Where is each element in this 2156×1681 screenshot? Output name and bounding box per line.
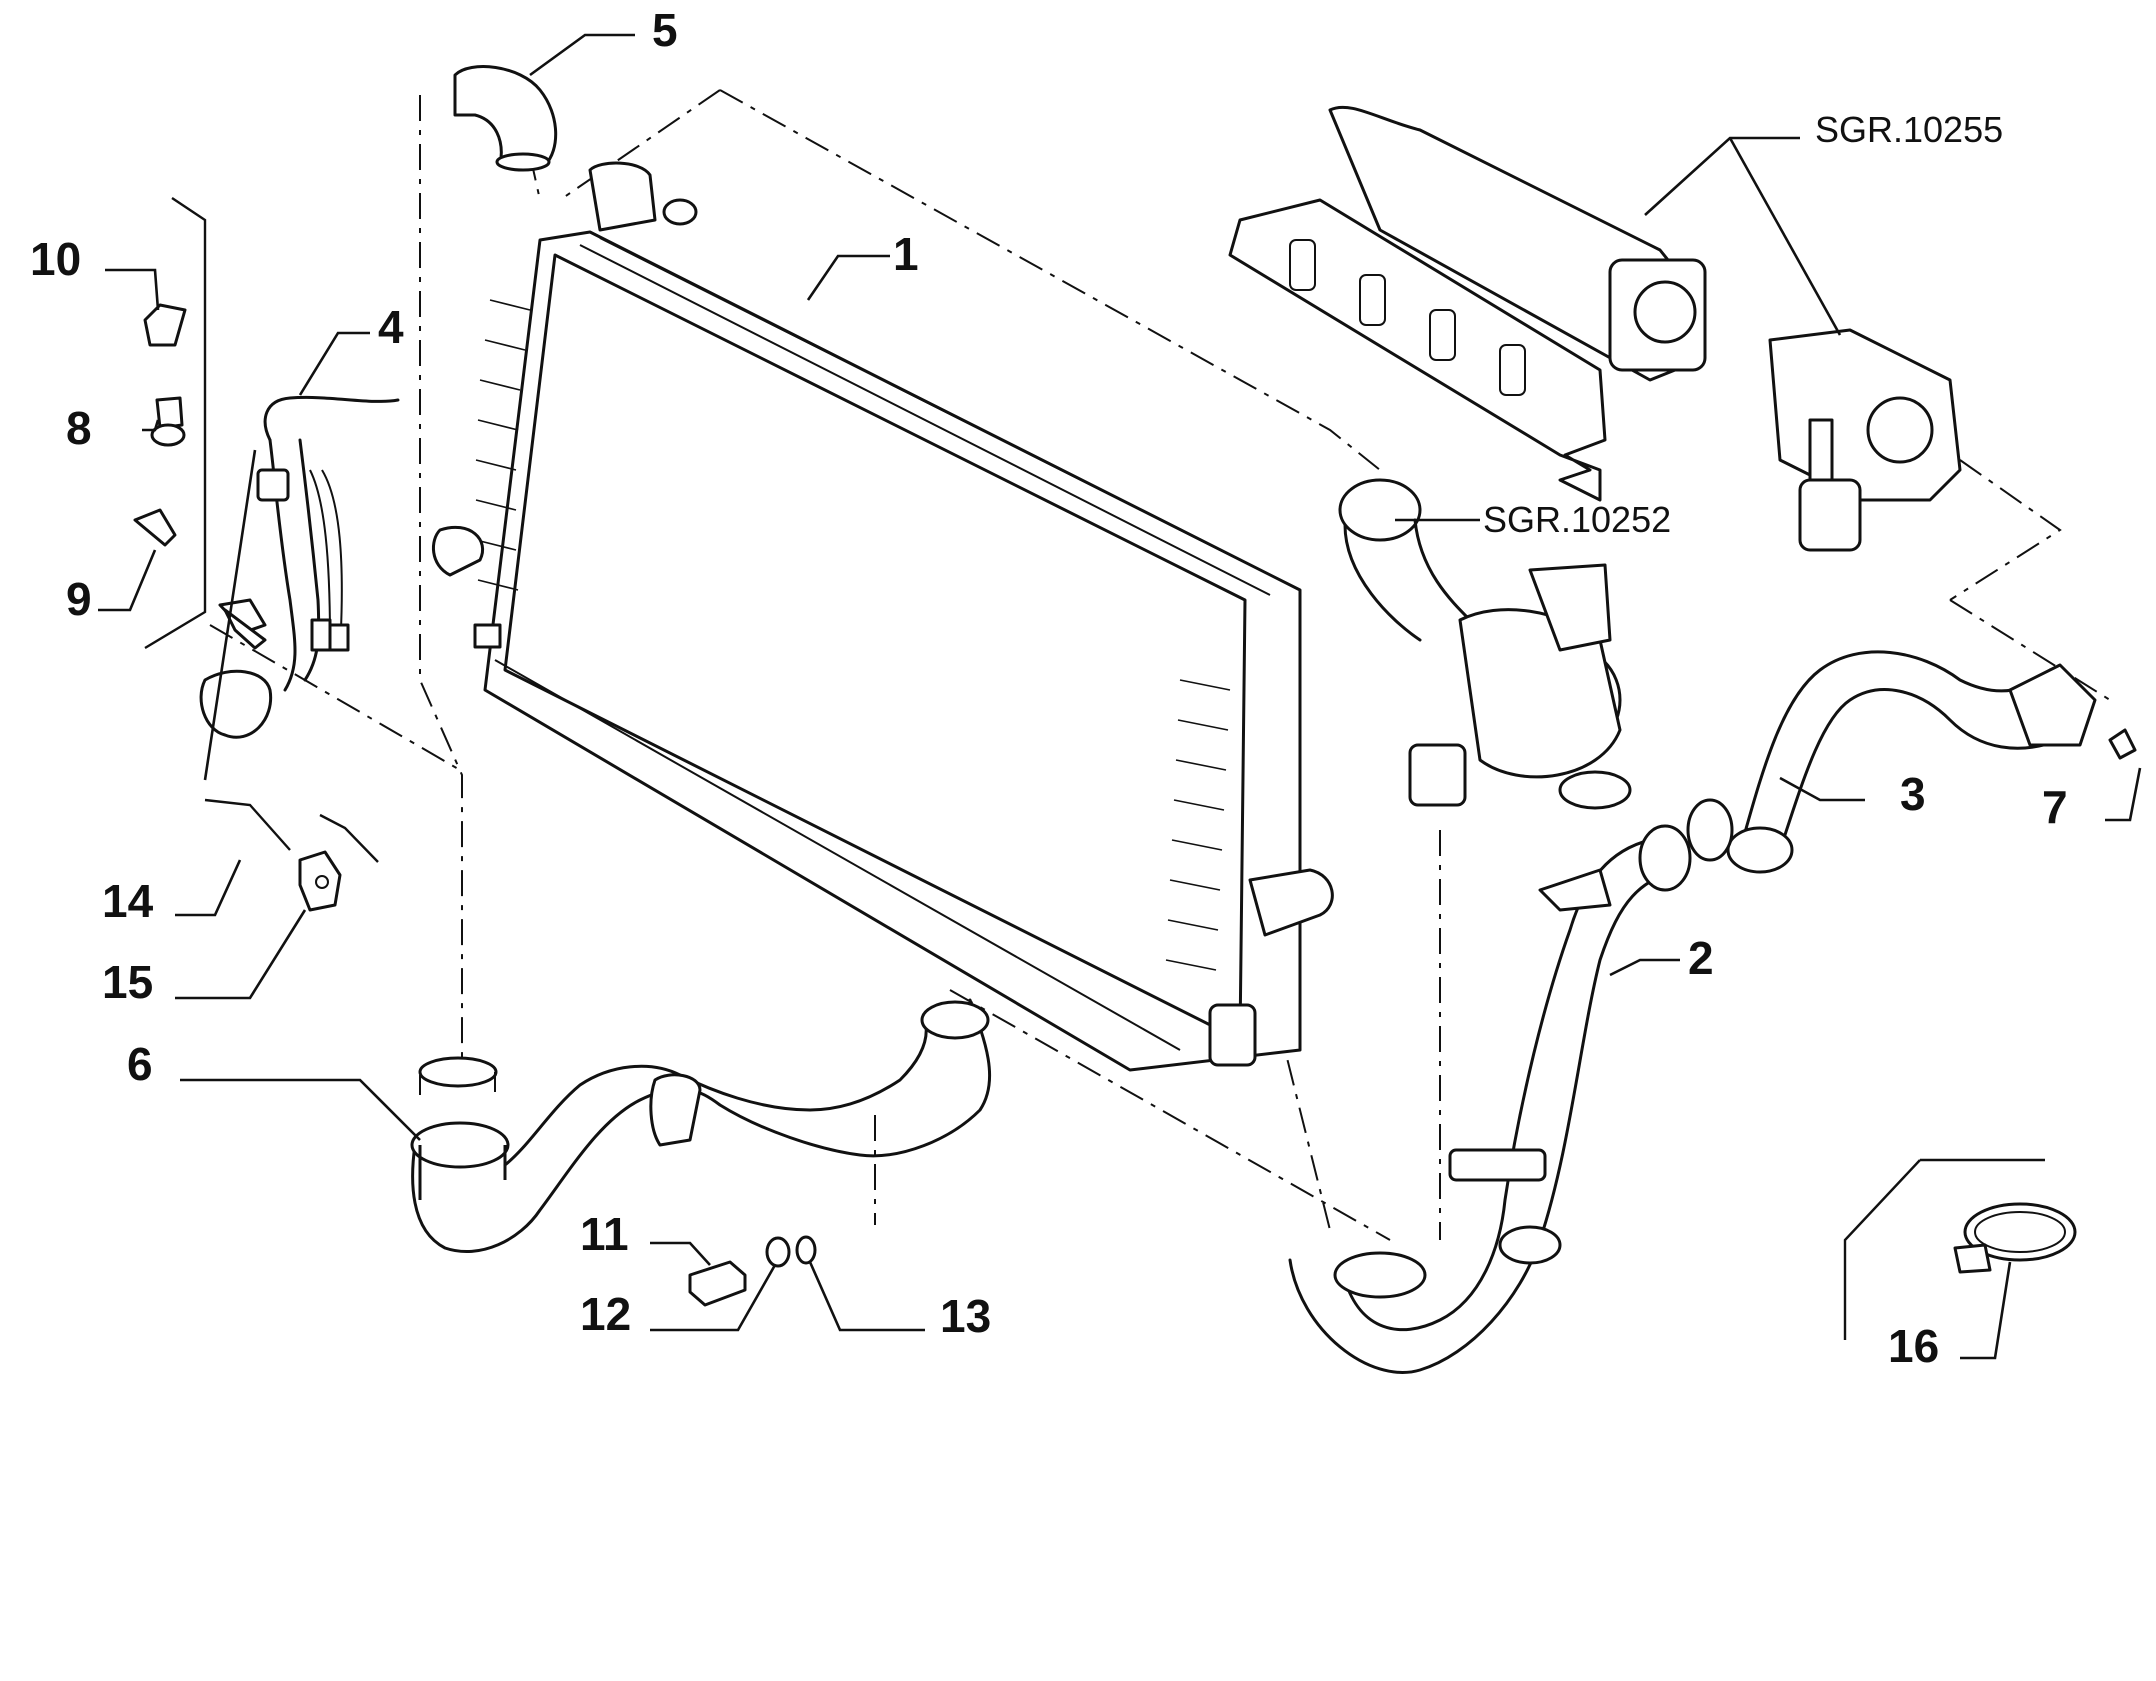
ref-intake-manifold: SGR.10255 — [1815, 109, 2003, 150]
part-15-bracket — [298, 850, 342, 912]
part-3-turbo-hose — [1686, 650, 2137, 874]
intercooler-radiator — [431, 161, 1334, 1072]
label-part-14: 14 — [102, 875, 154, 927]
part-9-bolt — [133, 508, 177, 547]
label-part-16: 16 — [1888, 1320, 1939, 1372]
part-6-lower-hose — [410, 998, 992, 1254]
bracket-lines — [144, 197, 2045, 1340]
label-part-1: 1 — [893, 228, 919, 280]
small-fasteners — [133, 303, 342, 912]
part-labels: 1 2 3 4 5 6 7 8 9 10 11 12 13 14 15 16 — [30, 4, 2068, 1372]
label-part-5: 5 — [652, 4, 678, 56]
leader-lines — [98, 33, 2142, 1360]
label-part-13: 13 — [940, 1290, 991, 1342]
label-part-15: 15 — [102, 956, 153, 1008]
part-14-bolt — [223, 608, 267, 650]
part-12-washer — [765, 1236, 791, 1268]
throttle-body — [1768, 328, 1962, 552]
bolts-11-12-13 — [688, 1235, 817, 1307]
part-13-washer — [795, 1235, 817, 1265]
label-part-9: 9 — [66, 573, 92, 625]
part-5-elbow-hose — [453, 65, 558, 172]
label-part-10: 10 — [30, 233, 81, 285]
part-10-clip — [143, 303, 187, 347]
intercooler-fins — [475, 299, 1231, 971]
group-references: SGR.10255 SGR.10252 — [1483, 109, 2003, 540]
intake-manifold — [1228, 105, 1707, 502]
part-7-bolt — [2108, 728, 2137, 760]
part-4-hose-wiring — [199, 395, 400, 739]
part-2-turbo-hose — [1288, 824, 1692, 1374]
label-part-11: 11 — [580, 1208, 629, 1260]
ref-turbocharger: SGR.10252 — [1483, 499, 1671, 540]
part-11-bolt — [688, 1260, 747, 1307]
label-part-3: 3 — [1900, 768, 1926, 820]
part-8-bolt — [155, 396, 184, 430]
label-part-4: 4 — [378, 301, 404, 353]
part-16-hose-clamp — [1953, 1202, 2077, 1274]
turbocharger — [1338, 478, 1632, 810]
label-part-6: 6 — [127, 1038, 153, 1090]
label-part-12: 12 — [580, 1288, 631, 1340]
label-part-8: 8 — [66, 402, 92, 454]
label-part-7: 7 — [2042, 781, 2068, 833]
label-part-2: 2 — [1688, 932, 1714, 984]
